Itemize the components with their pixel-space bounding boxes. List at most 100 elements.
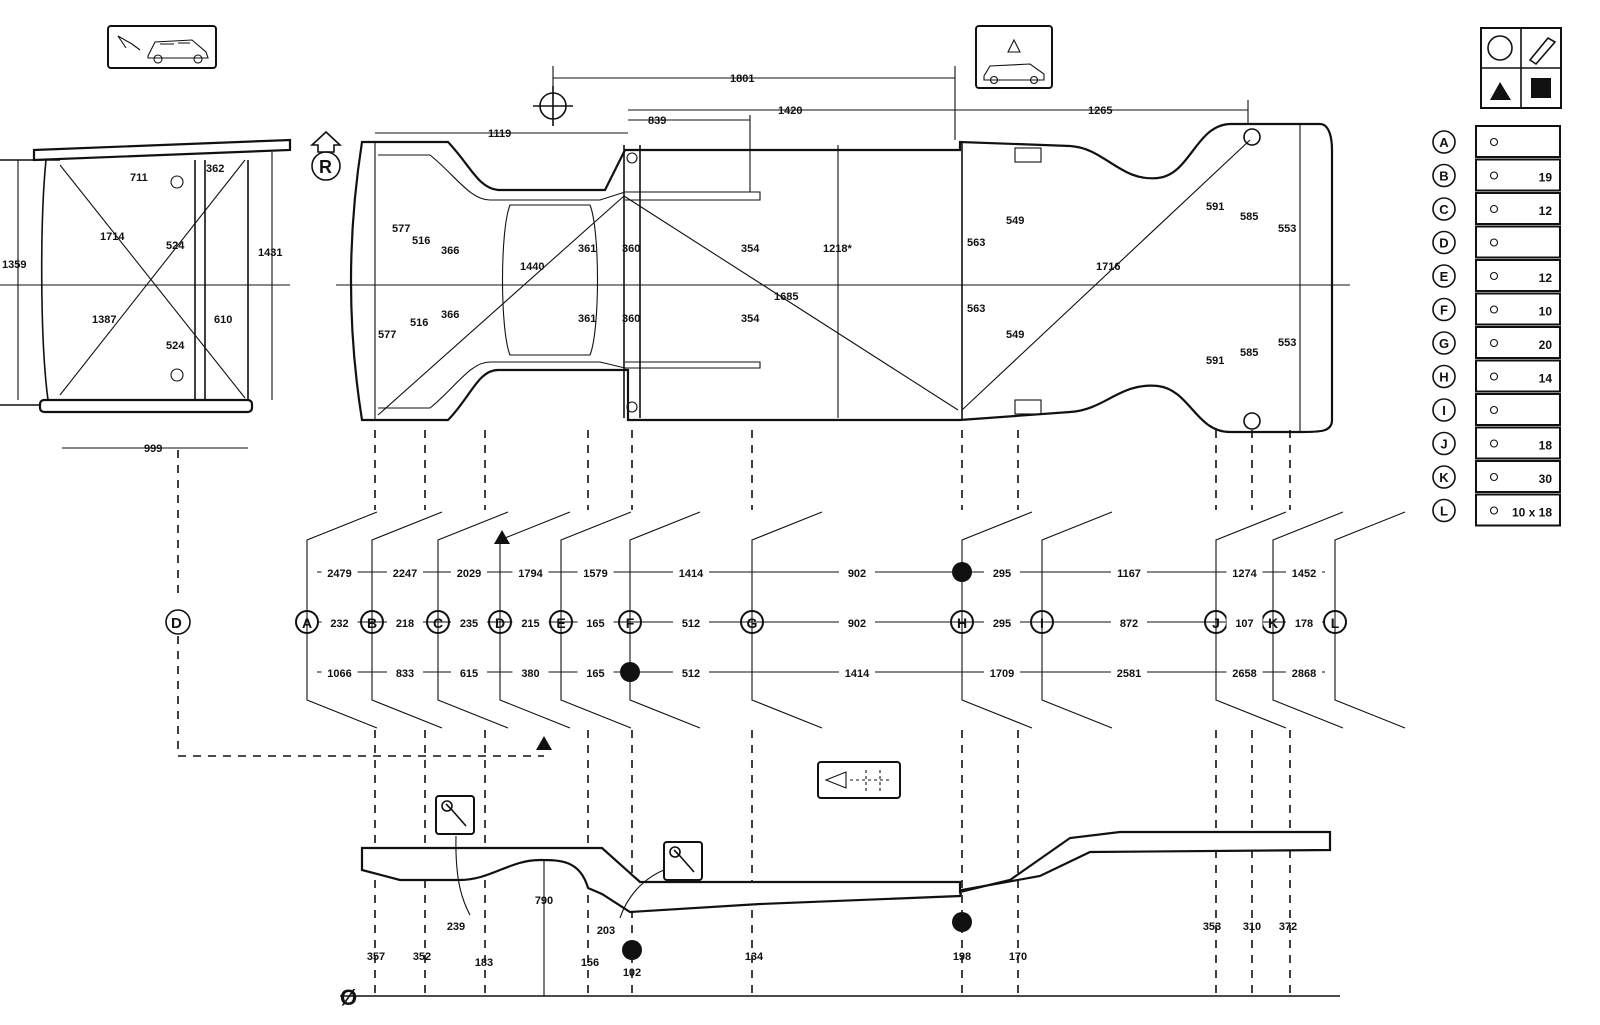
legend-id: E (1440, 269, 1449, 284)
row-lower-dim: 833 (396, 668, 414, 680)
row-middle-dim: 178 (1295, 618, 1313, 630)
legend-id: H (1439, 370, 1448, 385)
legend-row-a: A (1432, 125, 1561, 158)
side-height-label: 353 (1203, 921, 1221, 933)
top-dim-label: 577 (392, 223, 410, 235)
row-lower-dim: 165 (586, 668, 604, 680)
row-upper-dim: 2247 (393, 568, 417, 580)
legend-value: 19 (1539, 171, 1553, 185)
top-dim-label: 360 (622, 313, 640, 325)
sensor-icon (817, 761, 901, 799)
wrench-icon (435, 795, 475, 916)
top-dim-label: 354 (741, 243, 760, 255)
legend-value: 14 (1539, 372, 1553, 386)
top-dim-label: 354 (741, 313, 760, 325)
side-height-label: 156 (581, 957, 599, 969)
row-upper-dim: 902 (848, 568, 866, 580)
reference-label: R (319, 157, 332, 177)
measure-dot-f (620, 662, 640, 682)
dim-1119: 1119 (488, 128, 511, 140)
legend-value: 12 (1539, 271, 1553, 285)
measure-dot-side-h (952, 912, 972, 932)
top-dim-label: 549 (1006, 329, 1024, 341)
row-lower-dim: 2658 (1232, 668, 1256, 680)
row-upper-dim: 1794 (518, 568, 543, 580)
top-dim-label: 516 (410, 317, 428, 329)
circle-icon (1487, 35, 1513, 61)
top-dim-label: 361 (578, 243, 596, 255)
dim-362: 362 (206, 163, 224, 175)
top-dim-label: 366 (441, 309, 459, 321)
legend-id: D (1439, 236, 1448, 251)
top-dim-label: 1716 (1096, 261, 1120, 273)
side-height-label: 352 (413, 951, 431, 963)
end-view: 711 362 1714 524 1359 1431 1387 524 610 … (0, 138, 292, 455)
row-upper-dim: 1414 (679, 568, 704, 580)
legend-id: I (1442, 403, 1446, 418)
row-lower-dim: 1414 (845, 668, 870, 680)
legend-id: B (1439, 169, 1448, 184)
legend-value: 10 (1539, 305, 1553, 319)
top-dim-label: 366 (441, 245, 459, 257)
top-dim-label: 516 (412, 235, 430, 247)
row-middle-dim: 165 (586, 618, 604, 630)
dim-1265: 1265 (1088, 105, 1112, 117)
row-lower-dim: 512 (682, 668, 700, 680)
row-middle-dim: 215 (521, 618, 539, 630)
triangle-icon (1490, 82, 1511, 100)
legend-id: L (1440, 504, 1448, 519)
side-view: Ø (340, 830, 1340, 1010)
dim-610: 610 (214, 314, 232, 326)
top-dim-label: 577 (378, 329, 396, 341)
row-lower-dim: 615 (460, 668, 478, 680)
square-icon (1531, 78, 1551, 98)
row-middle-dim: 295 (993, 618, 1011, 630)
reference-d-left-label: D (171, 615, 182, 632)
legend-row-b: B 19 (1432, 158, 1561, 192)
datum-symbol: Ø (340, 985, 357, 1010)
row-middle-dim: 232 (330, 618, 348, 630)
row-lower-dim: 1709 (990, 668, 1014, 680)
measure-dot-side-f (622, 940, 642, 960)
legend-id: C (1439, 202, 1449, 217)
top-dim-label: 585 (1240, 347, 1258, 359)
row-middle-dim: 235 (460, 618, 478, 630)
dim-1801: 1801 (730, 73, 754, 85)
top-dim-label: 563 (967, 237, 985, 249)
measure-dot-h (952, 562, 972, 582)
row-upper-dim: 2479 (327, 568, 351, 580)
legend-value: 18 (1539, 439, 1553, 453)
dim-1714: 1714 (100, 231, 125, 243)
dim-711: 711 (130, 172, 148, 184)
top-dim-label: 1218* (823, 243, 852, 255)
reference-drop-lines (374, 430, 1291, 996)
top-dim-label: 1685 (774, 291, 798, 303)
row-middle-dim: 872 (1120, 618, 1138, 630)
top-dim-label: 591 (1206, 355, 1224, 367)
row-lower-dim: 380 (521, 668, 539, 680)
side-height-label: 357 (367, 951, 385, 963)
car-lift-icon (107, 25, 217, 69)
side-height-label: 183 (475, 957, 493, 969)
row-middle-dim: 107 (1235, 618, 1253, 630)
top-dim-label: 549 (1006, 215, 1024, 227)
legend-id: G (1439, 336, 1449, 351)
legend-id: F (1440, 303, 1448, 318)
legend-row-i: I (1432, 393, 1561, 426)
side-height-label: 134 (745, 951, 764, 963)
dim-1431: 1431 (258, 247, 282, 259)
row-upper-dim: 1167 (1117, 568, 1141, 580)
reference-circle-d-left (165, 609, 191, 635)
top-dim-label: 360 (622, 243, 640, 255)
row-upper-dim: 1452 (1292, 568, 1316, 580)
legend-id: K (1439, 470, 1449, 485)
probe-icon (1528, 36, 1557, 66)
legend-id: J (1440, 437, 1447, 452)
row-upper-dim: 1274 (1232, 568, 1257, 580)
